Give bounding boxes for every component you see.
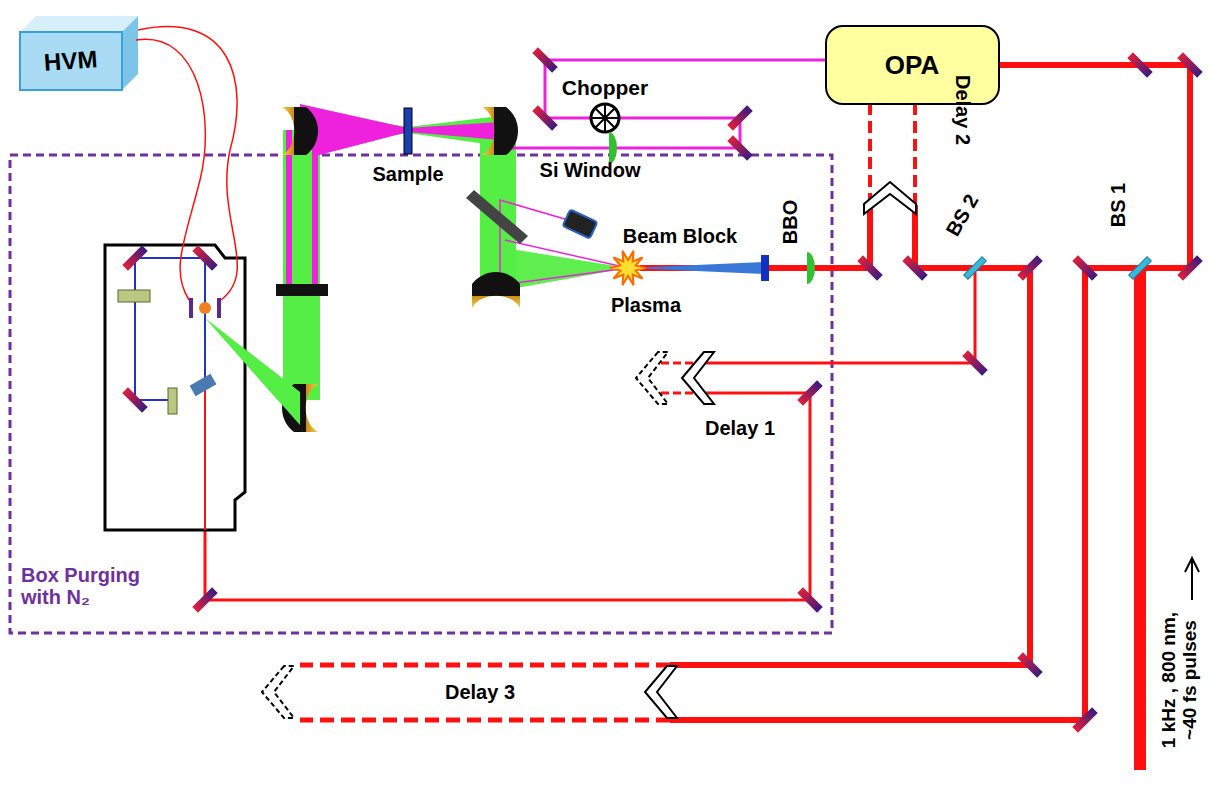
mirror xyxy=(1017,652,1042,677)
retroreflector xyxy=(645,666,677,718)
mirror xyxy=(1072,707,1097,732)
mirror xyxy=(857,255,882,280)
mirror xyxy=(902,255,927,280)
mirror xyxy=(532,47,557,72)
plasma-label: Plasma xyxy=(611,294,681,316)
laser-beam xyxy=(705,268,975,363)
mirror xyxy=(122,387,147,412)
filter xyxy=(276,284,328,296)
delay-label: Delay 1 xyxy=(705,417,775,439)
wollaston-prism xyxy=(190,374,217,396)
mirror xyxy=(1177,255,1202,280)
retroreflector xyxy=(636,352,668,404)
eo-crystal xyxy=(199,302,211,314)
pump-beam xyxy=(505,240,628,268)
mirror xyxy=(1127,52,1152,77)
delay-label: Delay 2 xyxy=(952,75,974,145)
laser-beam xyxy=(1000,65,1190,268)
delay-path xyxy=(300,663,670,668)
hvm-top xyxy=(20,16,138,32)
beam-splitter xyxy=(1129,257,1152,280)
hvm-side xyxy=(122,16,138,90)
splitter-label: BS 2 xyxy=(941,190,982,240)
delay-path xyxy=(300,718,670,723)
mirror xyxy=(122,245,147,270)
pump-beam xyxy=(300,104,500,160)
node-label: OPA xyxy=(885,50,939,81)
thz-beam xyxy=(205,318,300,425)
crystal-label: BBO xyxy=(779,200,801,244)
mirror xyxy=(797,380,822,405)
purge-label: Box Purging with N₂ xyxy=(21,564,171,608)
parabolic-mirror xyxy=(482,107,518,155)
mirror xyxy=(962,350,987,375)
mirror xyxy=(1017,255,1042,280)
purge-box xyxy=(10,155,832,633)
window-label: Si Window xyxy=(540,159,641,181)
focus-beam xyxy=(628,262,765,274)
hvm-front xyxy=(20,32,122,90)
detector-box xyxy=(105,245,245,530)
chopper-blades xyxy=(591,104,619,132)
hv-wire xyxy=(138,27,237,300)
laser-beam xyxy=(204,385,206,530)
beam-block xyxy=(563,210,598,239)
mirror xyxy=(1177,52,1202,77)
parabolic-mirror xyxy=(282,107,318,155)
mirror xyxy=(532,105,557,130)
plasma xyxy=(610,251,646,285)
mirror xyxy=(192,587,217,612)
waveplate xyxy=(118,290,150,302)
chopper xyxy=(591,104,619,132)
retroreflector xyxy=(682,352,714,404)
splitter-label: BS 1 xyxy=(1107,183,1129,227)
hv-wire xyxy=(136,39,205,300)
pump-beam xyxy=(505,60,825,148)
thz-beam xyxy=(283,130,320,400)
delay-label: Delay 3 xyxy=(445,681,515,703)
si-window xyxy=(466,190,528,244)
node-label: HVM xyxy=(43,45,98,77)
probe-beam xyxy=(135,258,205,400)
bbo-crystal xyxy=(761,255,769,281)
chopper-label: Chopper xyxy=(562,76,648,99)
sample-label: Sample xyxy=(372,163,443,185)
photodiode xyxy=(168,388,177,414)
beam-splitter xyxy=(964,257,987,280)
retroreflector xyxy=(864,182,916,214)
hvm-box: HVM xyxy=(22,34,120,88)
input-beam xyxy=(1134,268,1146,770)
electrode xyxy=(217,298,221,318)
input-arrow xyxy=(1185,558,1199,600)
laser-spec-label: 1 kHz , 800 nm, ~40 fs pulses xyxy=(1159,600,1201,760)
mirror xyxy=(797,587,822,612)
laser-beam xyxy=(670,205,1030,665)
electrode xyxy=(189,298,193,318)
sample xyxy=(404,108,412,154)
mirror xyxy=(727,105,752,130)
mirror xyxy=(192,245,217,270)
laser-beam xyxy=(670,268,1140,720)
block-label: Beam Block xyxy=(623,225,738,247)
retroreflector xyxy=(262,666,294,718)
mirror xyxy=(1072,255,1097,280)
parabolic-mirror xyxy=(472,272,520,308)
lens xyxy=(807,252,815,284)
mirror xyxy=(727,135,752,160)
